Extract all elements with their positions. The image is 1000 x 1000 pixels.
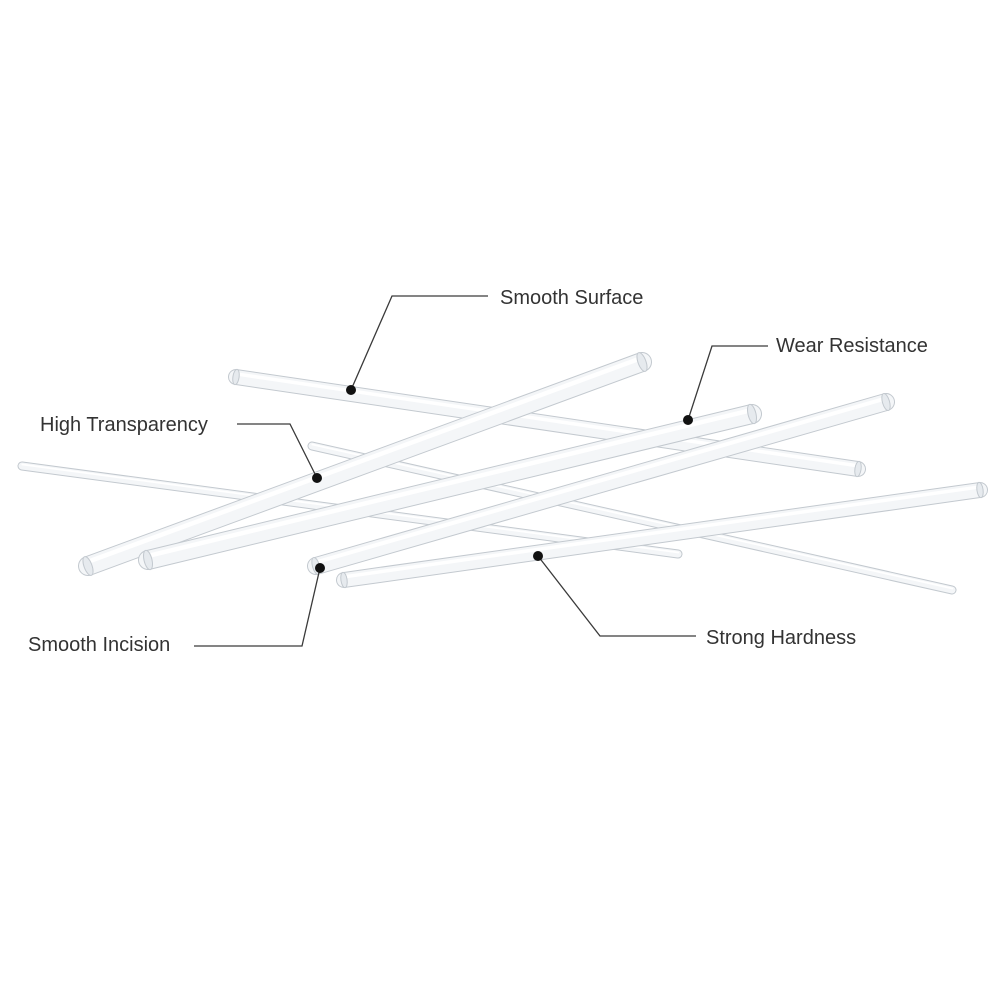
leader-high-transparency (237, 423, 318, 479)
callout-labels: Smooth Surface Wear Resistance High Tran… (28, 287, 928, 656)
rod-body (308, 394, 894, 574)
rod-end-cap (232, 368, 240, 386)
acrylic-rod (336, 481, 988, 589)
leader-strong-hardness (537, 555, 696, 637)
rod-highlight (84, 356, 643, 565)
acrylic-rod (228, 368, 866, 478)
marker-smooth-incision (315, 563, 325, 573)
label-high-transparency: High Transparency (40, 414, 208, 436)
rod-body (229, 370, 865, 476)
label-smooth-surface: Smooth Surface (500, 287, 643, 309)
label-smooth-incision: Smooth Incision (28, 634, 170, 656)
acrylic-rod (78, 352, 652, 576)
rod-highlight (341, 485, 982, 579)
acrylic-rod (138, 403, 762, 571)
marker-wear-resistance (683, 415, 693, 425)
acrylic-rod (307, 392, 895, 576)
rod-highlight (144, 407, 754, 559)
rod-end-cap (854, 460, 862, 478)
label-strong-hardness: Strong Hardness (706, 627, 856, 649)
rod-body (139, 405, 761, 569)
rod-end-cap (747, 403, 757, 425)
rod-highlight (311, 443, 954, 590)
marker-strong-hardness (533, 551, 543, 561)
rod-end-cap (340, 571, 348, 589)
leader-lines (194, 295, 768, 647)
acrylic-rod (307, 441, 957, 595)
rod-end-cap (143, 549, 153, 571)
rod-body (79, 353, 651, 575)
rod-highlight (234, 372, 861, 468)
rods-group (17, 352, 988, 595)
rod-end-cap (881, 392, 891, 412)
rod-body (308, 442, 956, 594)
leader-smooth-incision (194, 567, 321, 647)
rod-end-cap (82, 556, 94, 576)
leader-smooth-surface (350, 295, 488, 391)
marker-high-transparency (312, 473, 322, 483)
label-wear-resistance: Wear Resistance (776, 335, 928, 357)
rod-body (337, 483, 987, 587)
leader-wear-resistance (687, 345, 768, 421)
marker-smooth-surface (346, 385, 356, 395)
rod-end-cap (976, 481, 984, 499)
rod-highlight (313, 396, 888, 565)
rod-end-cap (636, 352, 648, 372)
